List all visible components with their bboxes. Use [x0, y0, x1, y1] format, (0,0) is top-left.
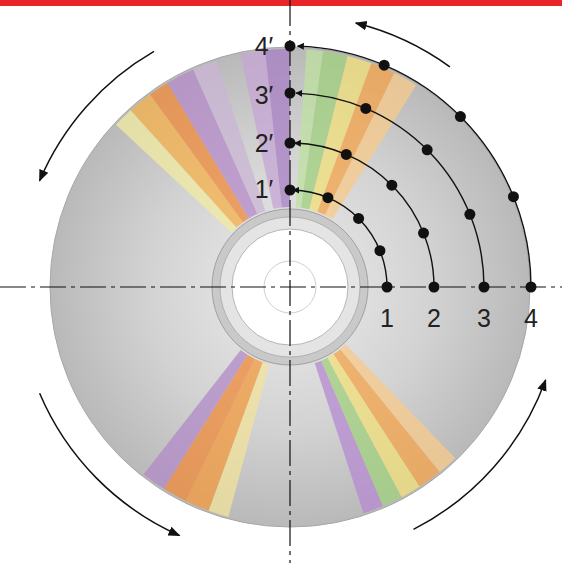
point-dot: [418, 228, 429, 239]
reflection-wedge: [340, 345, 455, 472]
point-dot: [479, 282, 490, 293]
point-dot: [285, 41, 296, 52]
reflection-wedge: [317, 63, 394, 215]
rotation-arrow: [40, 51, 154, 180]
point-dot: [464, 209, 475, 220]
point-path-arc: [295, 143, 434, 287]
vertical-axis: [289, 0, 290, 563]
point-path-arc: [293, 190, 387, 287]
point-paths: [285, 41, 537, 293]
point-label: 2′: [255, 131, 274, 156]
top-bar: [0, 0, 562, 6]
point-dot: [386, 180, 397, 191]
point-path-arc: [298, 46, 531, 287]
horizontal-axis: [0, 286, 562, 287]
point-dot: [379, 60, 390, 71]
point-dot: [429, 282, 440, 293]
rotation-arrow: [413, 380, 545, 529]
rotation-arrow: [356, 23, 450, 67]
point-label: 2: [427, 306, 441, 331]
point-dot: [508, 191, 519, 202]
reflection-wedge: [334, 349, 440, 486]
point-label: 1′: [255, 177, 274, 202]
point-dot: [455, 111, 466, 122]
point-dot: [285, 138, 296, 149]
point-dot: [422, 144, 433, 155]
reflection-wedge: [143, 350, 247, 489]
point-label: 4′: [255, 34, 274, 59]
point-dot: [285, 185, 296, 196]
reflection-wedge: [164, 355, 255, 501]
point-dot: [382, 282, 393, 293]
point-dot: [360, 103, 371, 114]
rotation-arrow: [40, 393, 180, 535]
point-dot: [322, 192, 333, 203]
point-dot: [374, 245, 385, 256]
point-label: 3: [477, 306, 491, 331]
rainbow-reflections: [116, 49, 455, 517]
point-label: 3′: [255, 83, 274, 108]
point-dot: [353, 213, 364, 224]
point-dot: [341, 149, 352, 160]
point-dot: [285, 88, 296, 99]
point-path-arc: [296, 93, 484, 287]
rotation-arrows: [40, 23, 546, 535]
point-dot: [526, 282, 537, 293]
point-label: 1: [380, 306, 394, 331]
point-label: 4: [524, 306, 538, 331]
